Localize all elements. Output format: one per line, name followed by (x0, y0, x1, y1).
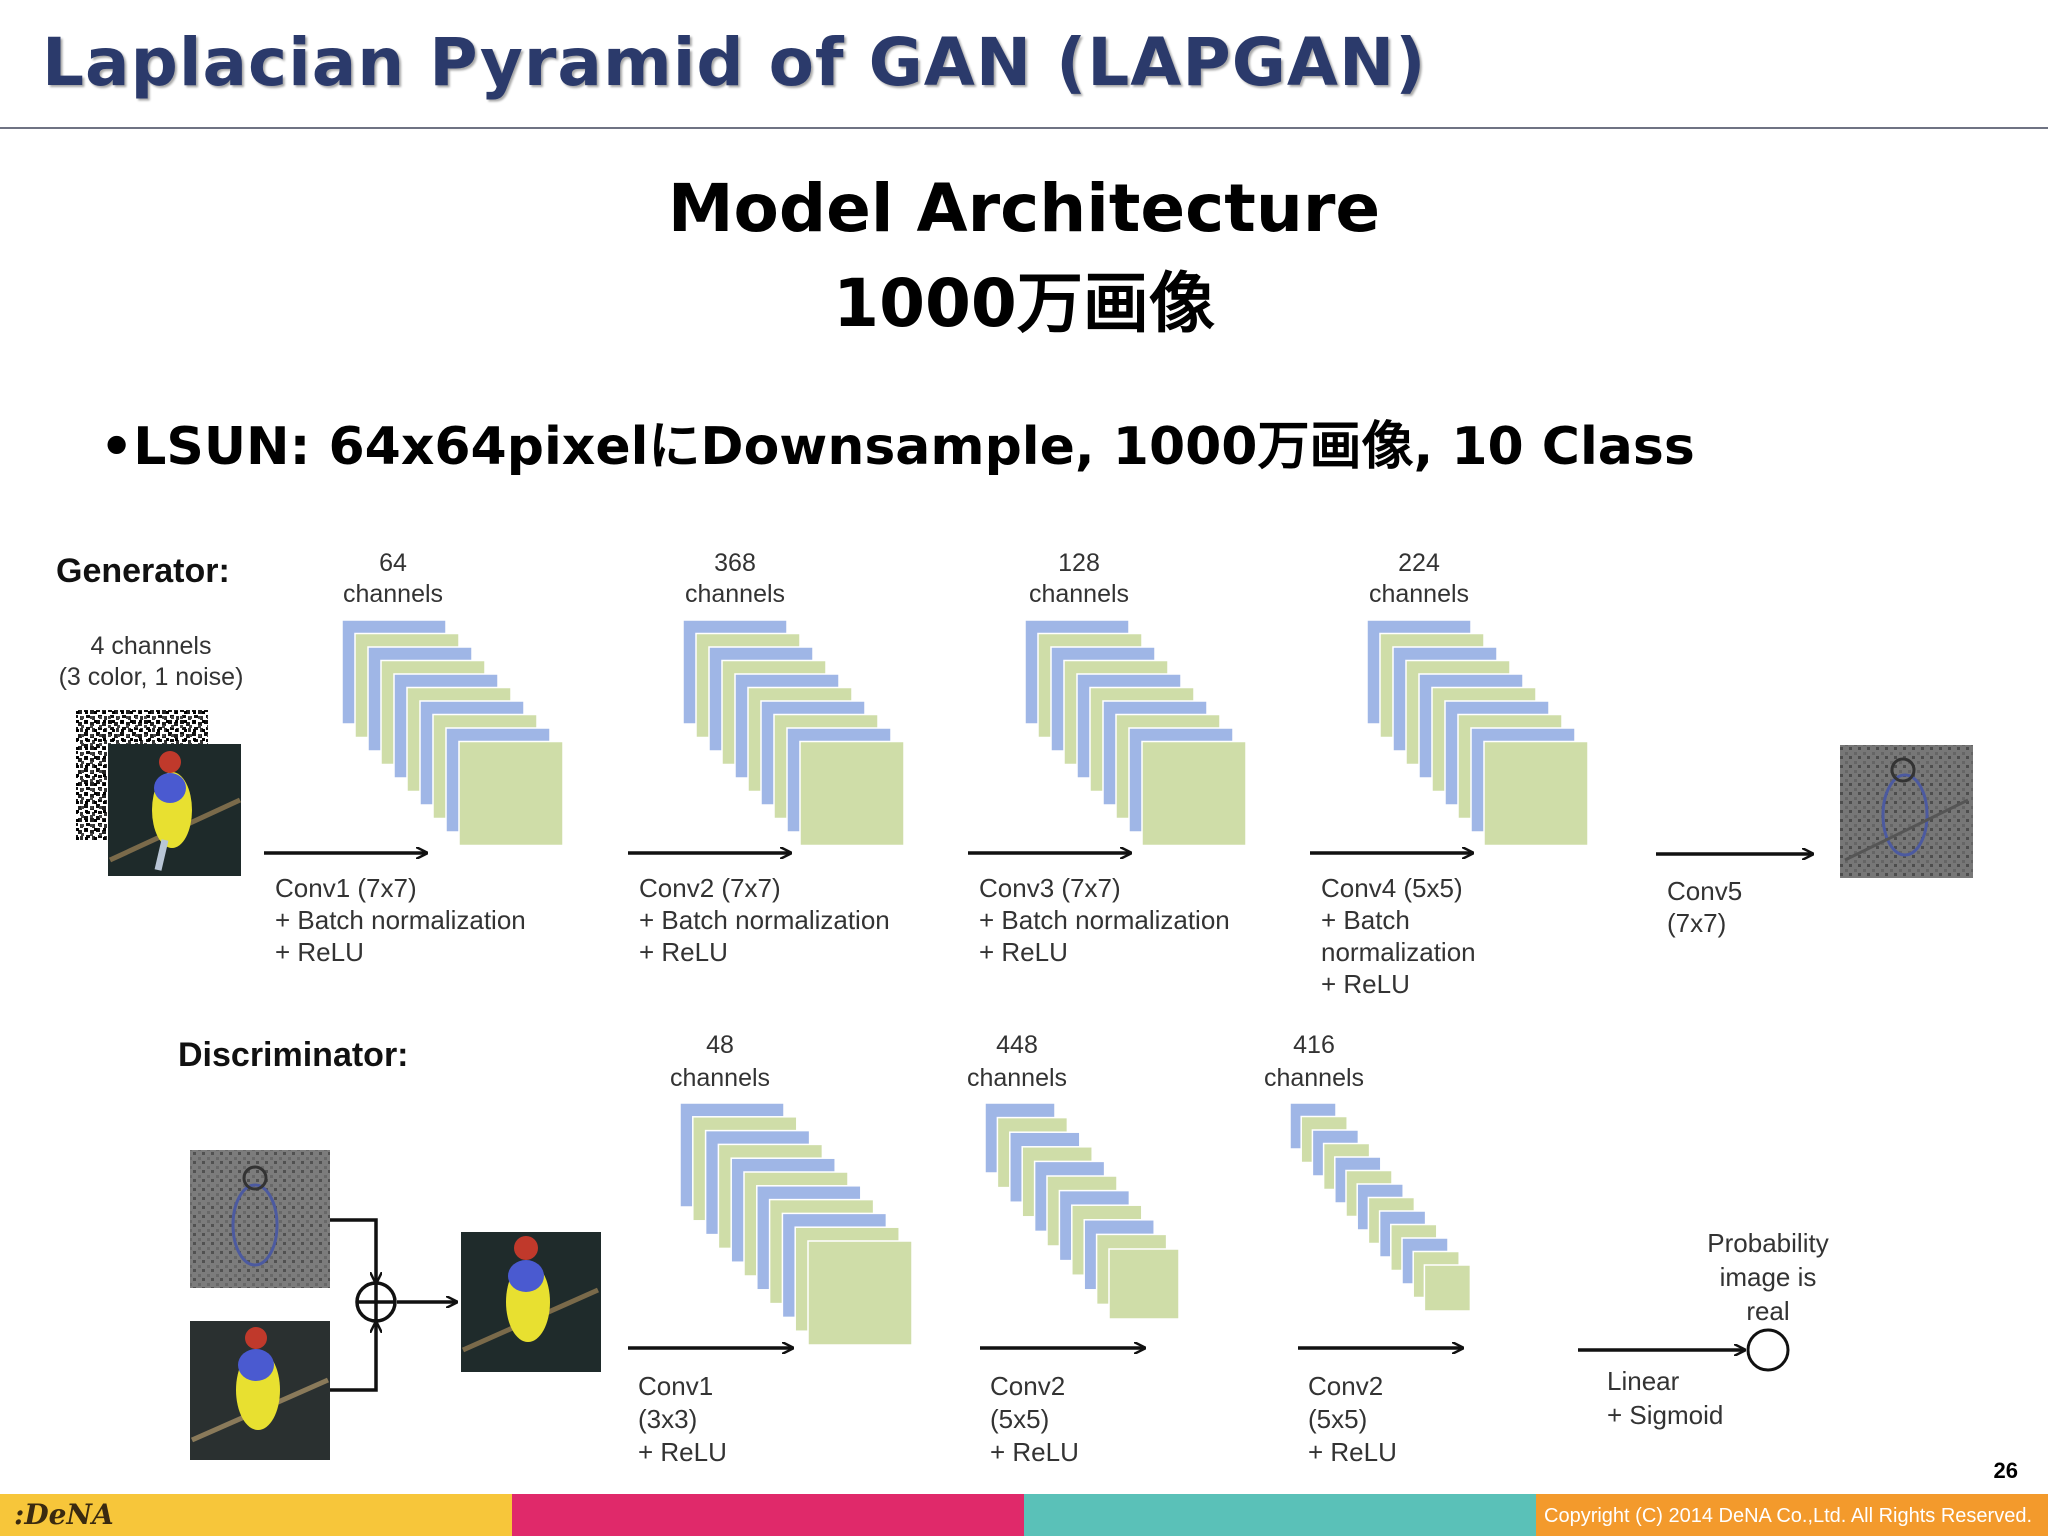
generator-output-image (1840, 745, 1973, 878)
discriminator-label: Discriminator: (178, 1036, 409, 1074)
gen-stack-4-op-line-3: normalization (1321, 937, 1476, 967)
gen-final-op-line-1: Conv5 (1667, 876, 1742, 906)
slide-title: Laplacian Pyramid of GAN (LAPGAN) (42, 24, 1427, 101)
disc-stack-1-channel-unit: channels (670, 1064, 770, 1092)
footer-band-orange (1536, 1494, 2048, 1536)
gen-stack-1-layer-plane (458, 740, 564, 847)
gen-stack-4-channel-count: 224 (1398, 549, 1440, 577)
gen-stack-4-op-line-4: + ReLU (1321, 969, 1410, 999)
page-number: 26 (1993, 1458, 2018, 1483)
disc-combined-image (461, 1232, 601, 1372)
input-label-line-2: (3 color, 1 noise) (59, 663, 244, 691)
sum-connector (330, 1218, 456, 1392)
footer-band-pink (512, 1494, 1024, 1536)
gen-stack-1-op-line-1: Conv1 (7x7) (275, 873, 417, 903)
disc-stack-1-channel-count: 48 (706, 1031, 734, 1059)
footer-band-yellow (0, 1494, 512, 1536)
input-label-line-1: 4 channels (91, 632, 212, 660)
footer-band-teal (1024, 1494, 1536, 1536)
heading-line-1: Model Architecture (667, 170, 1381, 247)
gen-stack-3-channel-unit: channels (1029, 580, 1129, 608)
gen-stack-3-op-line-3: + ReLU (979, 937, 1068, 967)
gen-final-op-line-2: (7x7) (1667, 908, 1726, 938)
probability-output-node (1746, 1328, 1790, 1372)
probability-label-line-2: image is (1720, 1262, 1817, 1292)
disc-stack-1-op-line-2: (3x3) (638, 1404, 697, 1434)
gen-stack-3-op-line-1: Conv3 (7x7) (979, 873, 1121, 903)
disc-stack-2-op-line-3: + ReLU (990, 1437, 1079, 1467)
disc-stack-2-layer-plane (1108, 1248, 1180, 1320)
disc-stack-2-op-line-1: Conv2 (990, 1371, 1065, 1401)
disc-stack-3-channel-unit: channels (1264, 1064, 1364, 1092)
gen-stack-4-op-line-2: + Batch (1321, 905, 1410, 935)
gen-stack-1-channel-count: 64 (379, 549, 407, 577)
generator-label: Generator: (56, 552, 230, 590)
disc-stack-1-op-line-3: + ReLU (638, 1437, 727, 1467)
bullet-lsun: •LSUN: 64x64pixelにDownsample, 1000万画像, 1… (100, 417, 1695, 477)
gen-stack-4-op-line-1: Conv4 (5x5) (1321, 873, 1463, 903)
heading-line-2: 1000万画像 (833, 265, 1215, 342)
probability-label-line-1: Probability (1707, 1228, 1828, 1258)
disc-stack-3-op-line-1: Conv2 (1308, 1371, 1383, 1401)
gen-stack-1-channel-unit: channels (343, 580, 443, 608)
architecture-diagram: Generator: Discriminator: 4 channels (3 … (56, 549, 1973, 1467)
disc-stack-3-layer-plane (1423, 1264, 1472, 1312)
gen-stack-3-op-line-2: + Batch normalization (979, 905, 1230, 935)
disc-input-highpass-image (190, 1150, 330, 1288)
disc-stack-1-op-line-1: Conv1 (638, 1371, 713, 1401)
gen-stack-2-op-line-3: + ReLU (639, 937, 728, 967)
gen-stack-3-layer-plane (1141, 740, 1247, 847)
probability-label-line-3: real (1746, 1296, 1789, 1326)
disc-stack-3-channel-count: 416 (1293, 1031, 1335, 1059)
gen-stack-4-layer-plane (1483, 740, 1589, 847)
gen-stack-1-op-line-2: + Batch normalization (275, 905, 526, 935)
disc-stack-1-layer-plane (807, 1240, 913, 1346)
gen-stack-2-op-line-1: Conv2 (7x7) (639, 873, 781, 903)
copyright-text: Copyright (C) 2014 DeNA Co.,Ltd. All Rig… (1544, 1505, 2032, 1527)
gen-stack-2-channel-count: 368 (714, 549, 756, 577)
sum-node-icon (355, 1281, 397, 1323)
title-divider (0, 127, 2048, 129)
gen-stack-2-layer-plane (799, 740, 905, 847)
footer-bar: :DeNA Copyright (C) 2014 DeNA Co.,Ltd. A… (0, 1494, 2048, 1536)
disc-final-op-line-1: Linear (1607, 1366, 1680, 1396)
gen-stack-3-channel-count: 128 (1058, 549, 1100, 577)
gen-stack-2-op-line-2: + Batch normalization (639, 905, 890, 935)
gen-stack-4-channel-unit: channels (1369, 580, 1469, 608)
disc-stack-2-channel-unit: channels (967, 1064, 1067, 1092)
gen-stack-2-channel-unit: channels (685, 580, 785, 608)
disc-stack-3-op-line-2: (5x5) (1308, 1404, 1367, 1434)
disc-stack-3-op-line-3: + ReLU (1308, 1437, 1397, 1467)
disc-input-lowpass-image (190, 1321, 330, 1460)
disc-stack-2-op-line-2: (5x5) (990, 1404, 1049, 1434)
gen-stack-1-op-line-3: + ReLU (275, 937, 364, 967)
disc-final-op-line-2: + Sigmoid (1607, 1400, 1723, 1430)
dena-logo: :DeNA (14, 1498, 114, 1531)
disc-stack-2-channel-count: 448 (996, 1031, 1038, 1059)
bird-input-image (108, 744, 242, 876)
